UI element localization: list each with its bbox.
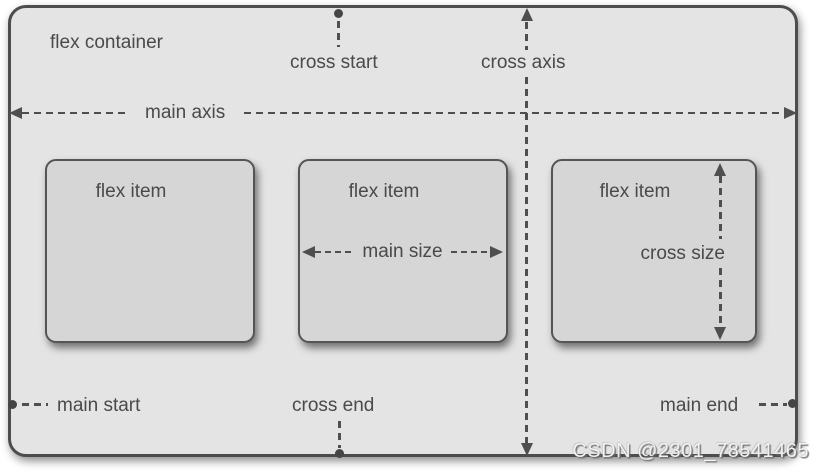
main-size-arrow: main size <box>302 240 503 264</box>
main-start-label: main start <box>57 395 141 416</box>
main-axis: main axis <box>9 102 797 124</box>
main-end-label: main end <box>660 395 739 416</box>
main-axis-label: main axis <box>145 102 226 123</box>
main-size-dash-segment <box>315 250 355 254</box>
main-end-dot-icon <box>788 399 797 408</box>
cross-start-dot-icon <box>334 9 343 18</box>
cross-end-label: cross end <box>292 395 375 416</box>
cross-end-dot-icon <box>335 449 344 458</box>
main-axis-right-arrowhead-icon <box>784 107 797 119</box>
main-size-dash-segment <box>450 250 490 254</box>
cross-start-dash <box>337 21 340 47</box>
main-size-label: main size <box>362 241 443 262</box>
cross-size-up-arrowhead-icon <box>714 163 726 176</box>
cross-axis-dash-segment <box>525 22 528 50</box>
cross-size-dash-segment <box>719 176 722 239</box>
flex-item-label: flex item <box>348 181 420 202</box>
cross-size-label: cross size <box>640 243 725 264</box>
flex-item-1: flex item <box>45 159 255 343</box>
cross-size-down-arrowhead-icon <box>714 327 726 340</box>
cross-axis-down-arrowhead-icon <box>521 443 533 456</box>
cross-axis-up-arrowhead-icon <box>521 8 533 21</box>
cross-size-dash-segment <box>719 268 722 327</box>
cross-start-label: cross start <box>290 52 378 73</box>
main-size-left-arrowhead-icon <box>302 246 315 258</box>
flex-item-label: flex item <box>95 181 167 202</box>
cross-end-dash <box>338 421 341 448</box>
flex-item-2: flex item main size <box>298 159 508 343</box>
watermark: CSDN @2301_78541465 <box>572 440 809 462</box>
main-start-dash <box>22 403 48 406</box>
flex-item-3: flex item cross size <box>551 159 757 343</box>
main-axis-dash-segment <box>22 111 126 115</box>
main-start-dot-icon <box>8 400 17 409</box>
flex-item-label: flex item <box>599 181 671 202</box>
main-end-dash <box>759 403 787 406</box>
cross-axis-label: cross axis <box>481 52 566 73</box>
flex-container-label: flex container <box>50 32 164 53</box>
cross-axis-dash-segment <box>525 77 528 443</box>
main-axis-dash-segment <box>244 111 784 115</box>
main-size-right-arrowhead-icon <box>490 246 503 258</box>
main-axis-left-arrowhead-icon <box>9 107 22 119</box>
